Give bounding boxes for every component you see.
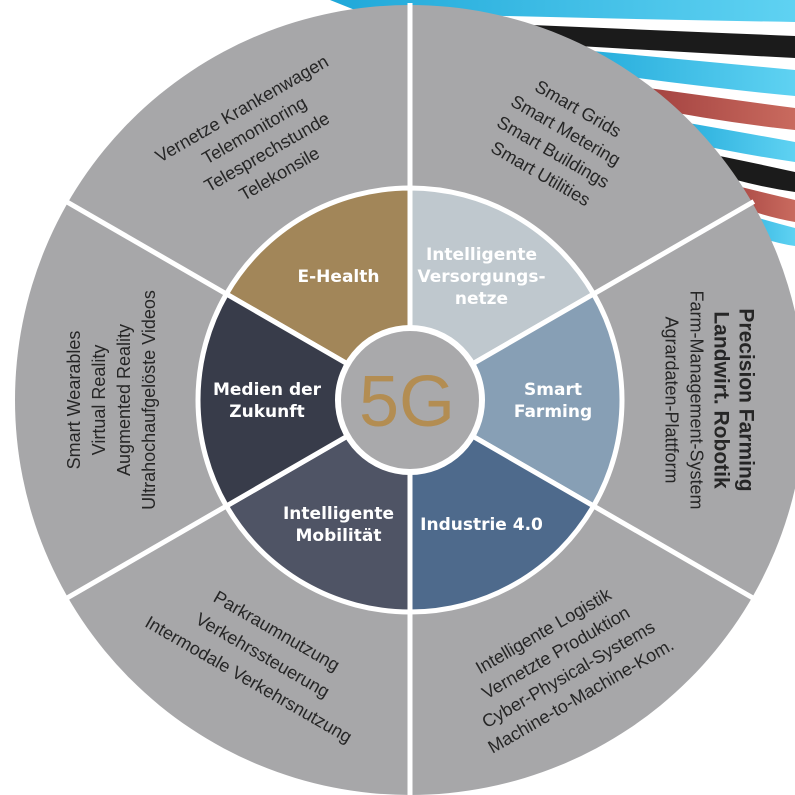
outer-item-medien: Smart Wearables	[64, 331, 84, 470]
inner-label-versorgung: Versorgungs-	[417, 267, 545, 287]
inner-label-medien: Zukunft	[229, 402, 304, 422]
center-hub	[335, 325, 485, 475]
inner-label-farming: Farming	[514, 402, 592, 422]
inner-sector-medien[interactable]	[195, 290, 415, 510]
outer-item-farming: Farm-Management-System	[686, 290, 706, 509]
outer-item-medien: Augmented Reality	[114, 324, 134, 476]
inner-label-versorgung: Intelligente	[426, 245, 537, 265]
inner-label-versorgung: netze	[455, 289, 508, 309]
inner-label-mobilitaet: Intelligente	[283, 504, 394, 524]
decorative-ribbon-graphic	[330, 0, 795, 246]
inner-label-farming: Smart	[524, 380, 582, 400]
inner-ring-labels: E-HealthIntelligenteVersorgungs-netzeSma…	[213, 245, 592, 546]
inner-label-industrie: Industrie 4.0	[420, 515, 543, 535]
outer-item-medien: Virtual Reality	[89, 345, 109, 456]
outer-item-farming: Agrardaten-Plattform	[661, 316, 681, 483]
center-label: 5G	[359, 362, 455, 442]
inner-sector-farming[interactable]	[405, 290, 625, 510]
inner-label-mobilitaet: Mobilität	[296, 526, 382, 546]
outer-item-farming: Landwirt. Robotik	[709, 311, 732, 489]
outer-item-medien: Ultrahochaufgelöste Videos	[139, 290, 159, 510]
outer-item-farming: Precision Farming	[734, 308, 757, 491]
inner-label-medien: Medien der	[213, 380, 322, 400]
inner-label-ehealth: E-Health	[298, 267, 380, 287]
